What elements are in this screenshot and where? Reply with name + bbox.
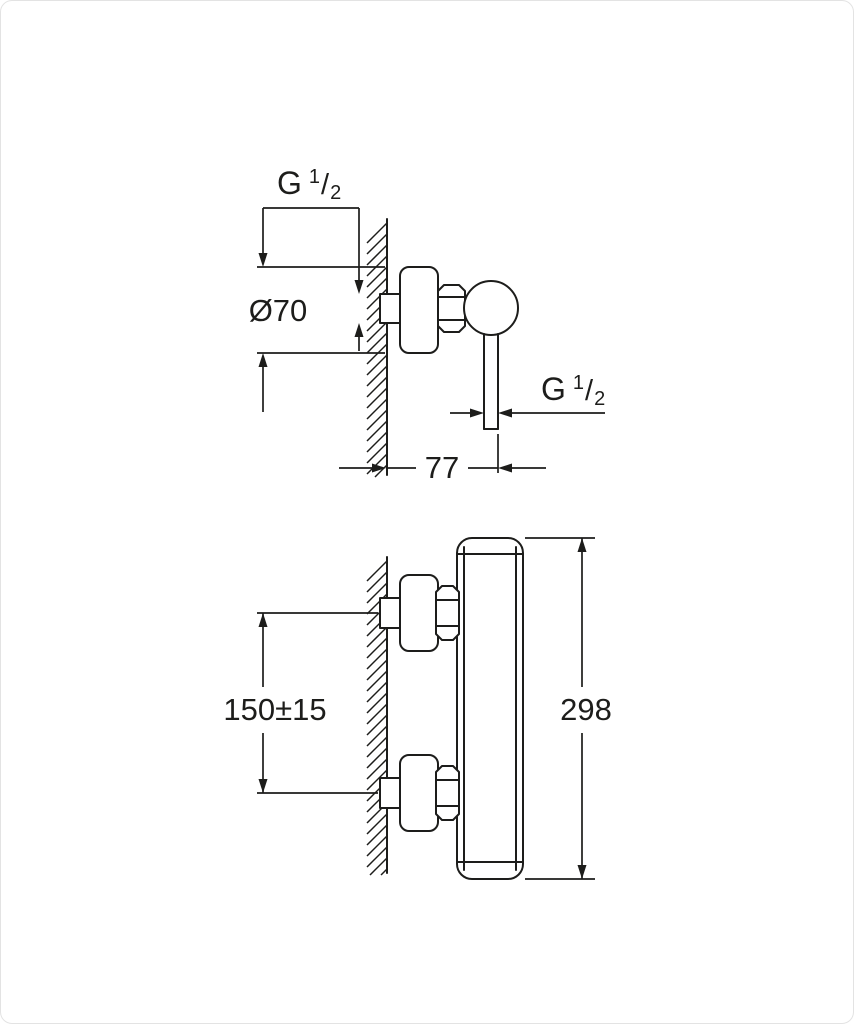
hatch-line [369,857,388,876]
dim-depth: 77 [339,434,546,485]
hatch-line [366,846,388,868]
hatch-line [366,736,388,758]
arrow-up [258,353,268,367]
arrow-right [372,463,386,473]
port-spacing-label: 150±15 [223,692,326,727]
wall-hatch-front [366,560,388,876]
arrow-down [577,865,587,879]
hatch-line [366,332,388,354]
hatch-line [366,244,388,266]
hatch-line [366,398,388,420]
mixer-body-front-view [456,537,524,880]
dim-port-spacing: 150±15 [223,612,378,794]
hatch-line [366,288,388,310]
hatch-line [366,824,388,846]
hatch-line [366,222,388,244]
height-label: 298 [560,692,612,727]
depth-label: 77 [425,450,459,485]
front-view: 150±15 298 [223,537,612,880]
union-nut-upper [435,585,460,641]
hatch-line [366,714,388,736]
hatch-line [366,277,388,299]
hatch-line [366,692,388,714]
hatch-line [366,343,388,365]
union-nut-lower [435,765,460,821]
valve-body-top-view [463,280,519,336]
hatch-line [366,582,388,604]
hatch-line [366,409,388,431]
wall-hatch-top [366,222,388,478]
hatch-line [366,387,388,409]
hatch-line [366,420,388,442]
union-nut-top-view [437,284,466,333]
hatch-line [366,681,388,703]
hatch-line [366,769,388,791]
escutcheon-top-view [399,266,439,354]
escutcheon-upper [399,574,439,652]
diameter-label: Ø70 [249,293,308,328]
hatch-line [366,747,388,769]
hatch-line [366,376,388,398]
hatch-line [374,464,388,478]
hatch-line [366,659,388,681]
hatch-line [366,835,388,857]
lower-connection [379,754,460,832]
arrow-down [258,779,268,793]
hatch-line [366,725,388,747]
arrow-down [354,280,364,294]
hatch-line [366,703,388,725]
hatch-line [366,571,388,593]
upper-connection [379,574,460,652]
hatch-line [366,453,388,475]
hatch-line [366,442,388,464]
escutcheon-lower [399,754,439,832]
hatch-line [366,813,388,835]
hatch-line [366,637,388,659]
hatch-line [366,266,388,288]
hatch-line [366,431,388,453]
arrow-right [470,408,484,418]
arrow-down [258,253,268,267]
arrow-up [577,538,587,552]
hatch-line [366,255,388,277]
arrow-left [498,463,512,473]
arrow-up [258,613,268,627]
hatch-line [366,648,388,670]
hatch-line [366,365,388,387]
hatch-line [366,758,388,780]
body-outline [456,537,524,880]
dim-diameter: Ø70 [249,208,385,412]
arrow-left [498,408,512,418]
hatch-line [366,321,388,343]
arrow-up [354,323,364,337]
hatch-line [366,670,388,692]
dim-height: 298 [525,537,612,880]
hatch-line [366,354,388,376]
hatch-line [366,233,388,255]
hatch-line [366,626,388,648]
hatch-line [366,560,388,582]
